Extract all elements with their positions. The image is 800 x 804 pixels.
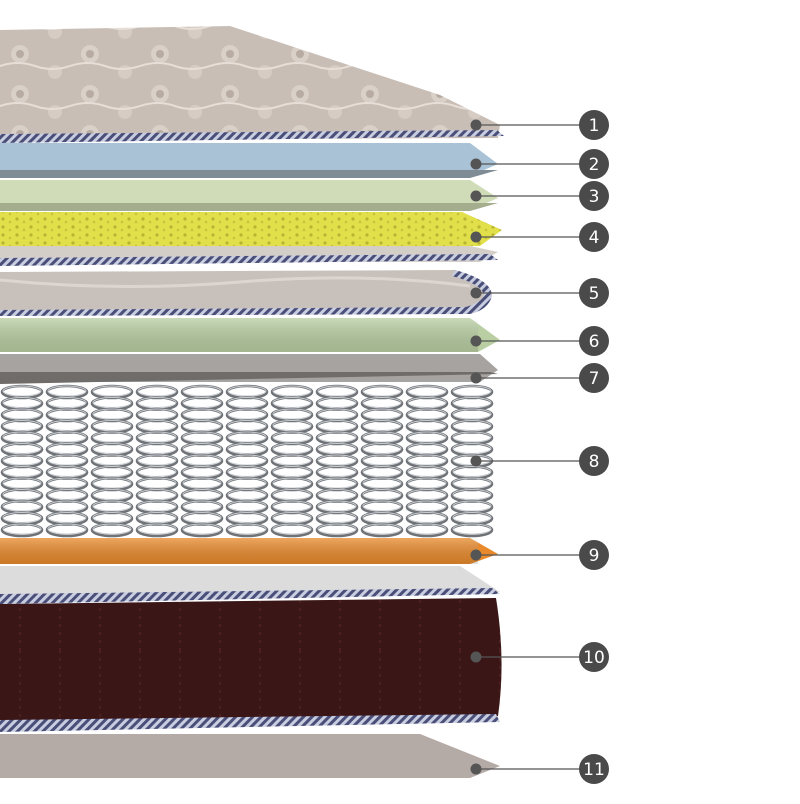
callout-5: 5 — [470, 278, 609, 308]
callout-2: 2 — [470, 149, 609, 179]
callout-8: 8 — [470, 446, 609, 476]
number-badge — [579, 754, 609, 784]
layer-bottom-fabric — [0, 734, 500, 778]
number-badge — [579, 149, 609, 179]
dot-marker-icon — [470, 335, 482, 347]
layer-light-green-foam — [0, 180, 498, 211]
spring-coil — [360, 384, 404, 538]
number-badge — [579, 110, 609, 140]
spring-coil — [45, 384, 89, 538]
layer-green-foam — [0, 318, 500, 352]
callout-number: 9 — [589, 546, 600, 566]
dot-marker-icon — [470, 119, 482, 131]
number-badge — [579, 642, 609, 672]
callout-7: 7 — [470, 363, 609, 393]
number-badge — [579, 446, 609, 476]
layer-comfort-quilt — [0, 270, 492, 316]
layer-felt-pad — [0, 354, 498, 384]
callout-number: 2 — [589, 155, 600, 175]
number-badge — [579, 326, 609, 356]
spring-coil — [450, 384, 494, 538]
dot-marker-icon — [470, 287, 482, 299]
spring-coil — [0, 384, 44, 538]
dot-marker-icon — [470, 651, 482, 663]
callout-number: 7 — [589, 369, 600, 389]
spring-coil — [225, 384, 269, 538]
callout-number: 5 — [589, 284, 600, 304]
spring-coil — [270, 384, 314, 538]
layer-spring-coils — [0, 384, 500, 538]
spring-coil — [180, 384, 224, 538]
spring-coil — [405, 384, 449, 538]
number-badge — [579, 222, 609, 252]
dot-marker-icon — [470, 763, 482, 775]
layer-dark-border-panel — [0, 566, 502, 732]
layer-orange-base — [0, 538, 498, 564]
callout-number: 1 — [589, 116, 600, 136]
callout-group: 1 2 3 4 5 6 7 8 9 10 11 — [470, 110, 609, 784]
spring-coil — [90, 384, 134, 538]
callout-11: 11 — [470, 754, 609, 784]
callout-number: 8 — [589, 452, 600, 472]
dot-marker-icon — [470, 190, 482, 202]
callout-3: 3 — [470, 181, 609, 211]
dot-marker-icon — [470, 455, 482, 467]
dot-marker-icon — [470, 158, 482, 170]
number-badge — [579, 540, 609, 570]
layer-blue-foam — [0, 143, 498, 178]
callout-number: 4 — [589, 228, 600, 248]
callout-number: 10 — [583, 648, 605, 668]
dot-marker-icon — [470, 549, 482, 561]
number-badge — [579, 363, 609, 393]
dot-marker-icon — [470, 372, 482, 384]
spring-coil — [315, 384, 359, 538]
layer-quilted-top — [0, 26, 504, 143]
dot-marker-icon — [470, 231, 482, 243]
callout-1: 1 — [470, 110, 609, 140]
callout-number: 3 — [589, 187, 600, 207]
callout-10: 10 — [470, 642, 609, 672]
callout-6: 6 — [470, 326, 609, 356]
callout-number: 6 — [589, 332, 600, 352]
number-badge — [579, 278, 609, 308]
layer-yellow-foam — [0, 212, 502, 266]
callout-9: 9 — [470, 540, 609, 570]
callout-number: 11 — [583, 760, 605, 780]
number-badge — [579, 181, 609, 211]
spring-coil — [135, 384, 179, 538]
callout-4: 4 — [470, 222, 609, 252]
